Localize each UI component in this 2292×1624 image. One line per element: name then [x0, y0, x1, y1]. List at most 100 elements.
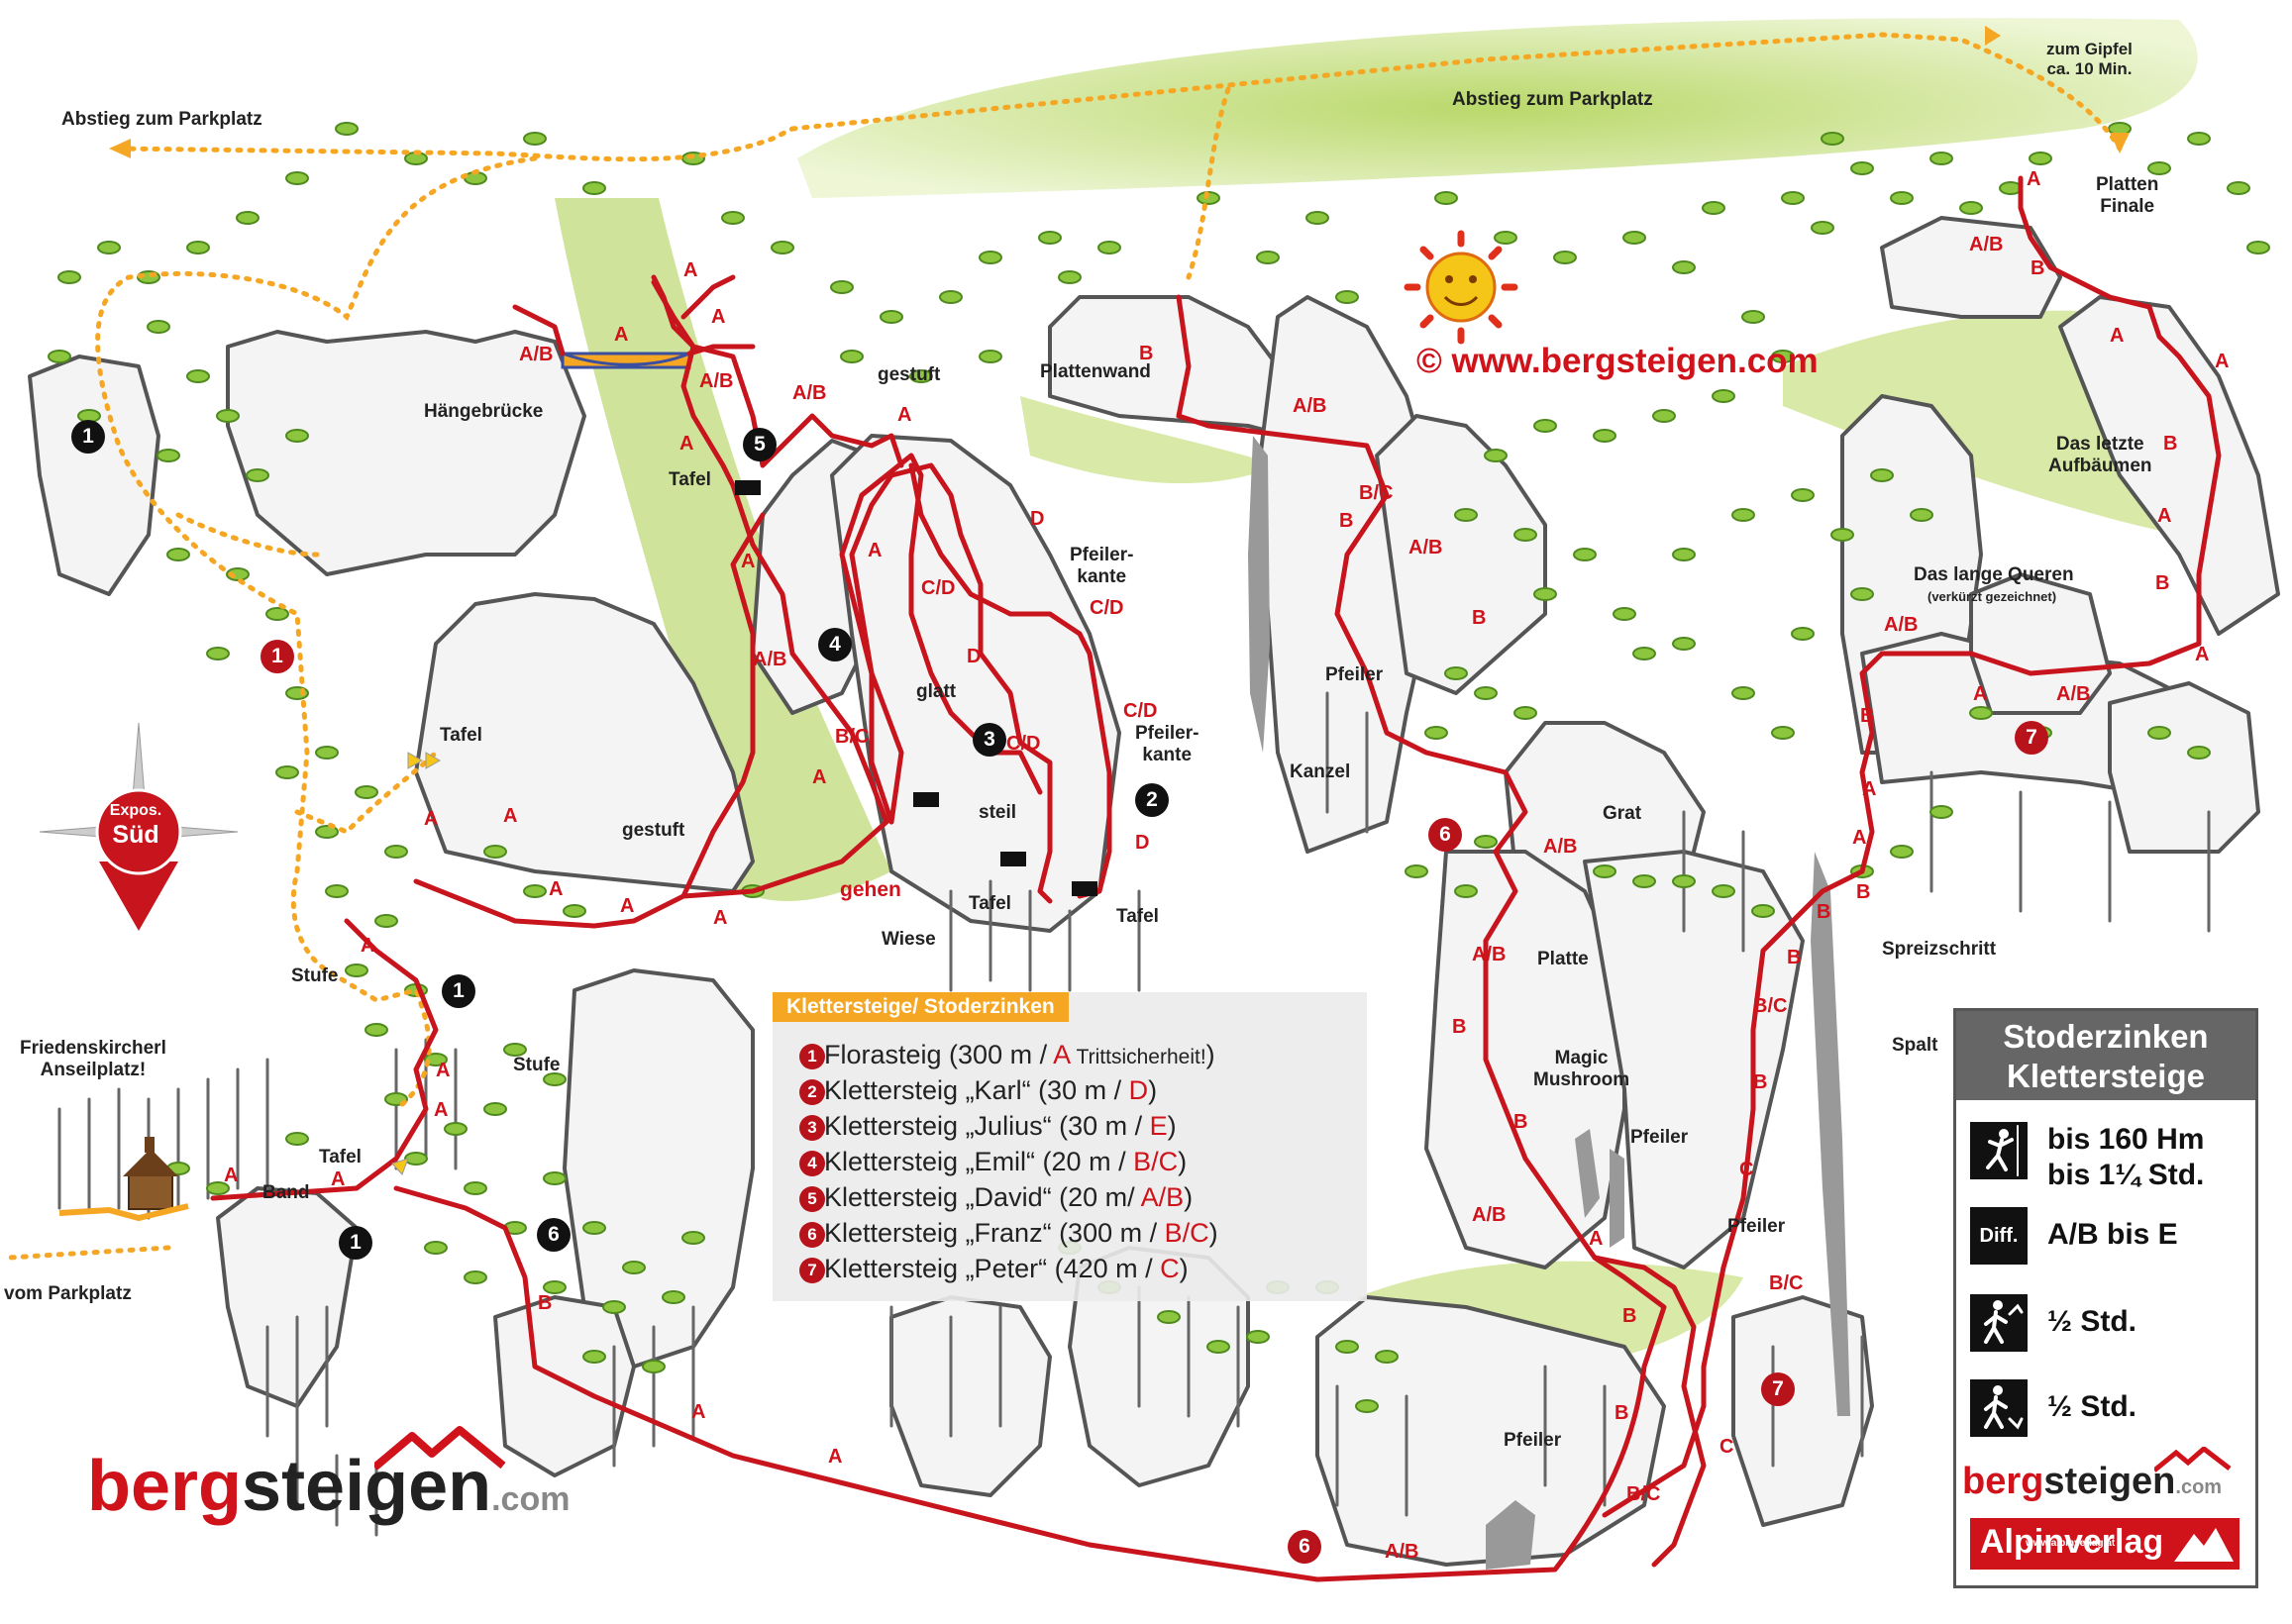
grade-label: A [1589, 1228, 1604, 1250]
legend-close: ) [1148, 1075, 1158, 1105]
hanging-bridge [561, 352, 691, 369]
info-row-difficulty: Diff. A/B bis E [1970, 1207, 2247, 1267]
route-marker: 1 [442, 974, 475, 1008]
label-grat: Grat [1603, 803, 1642, 824]
grade-label: A [1973, 683, 1988, 705]
info-text: A/B bis E [2047, 1218, 2178, 1251]
grade-label: A [331, 1168, 346, 1190]
legend-close: ) [1205, 1040, 1215, 1069]
grade-label: A/B [1293, 395, 1327, 417]
grade-label: B [1615, 1402, 1629, 1424]
brand-part: berg [1962, 1461, 2044, 1502]
legend-number: 7 [799, 1258, 825, 1283]
label-spalt: Spalt [1892, 1035, 1938, 1056]
info-title: Stoderzinken Klettersteige [1956, 1011, 2255, 1100]
bergsteigen-logo: bergsteigen.com [87, 1446, 570, 1527]
info-text: ½ Std. [2047, 1305, 2137, 1338]
grade-label: B [1817, 901, 1831, 923]
grade-label: A/B [1543, 836, 1578, 858]
grade-label: A/B [1472, 944, 1507, 965]
legend-grade: D [1128, 1075, 1149, 1105]
compass-icon [39, 722, 239, 931]
grade-label: B [1622, 1305, 1637, 1327]
logo-part: berg [87, 1447, 243, 1526]
label-gipfel: zum Gipfel ca. 10 Min. [2046, 40, 2133, 78]
legend-close: ) [1178, 1147, 1188, 1176]
label-steil: steil [979, 802, 1017, 823]
grade-label: D [1030, 508, 1045, 530]
legend-close: ) [1179, 1254, 1189, 1283]
legend-text: Klettersteig „Franz“ (300 m / [824, 1218, 1165, 1248]
label-platten-finale: Platten Finale [2096, 174, 2159, 217]
compass-line1: Expos. [109, 802, 162, 819]
legend-grade: B/C [1133, 1147, 1179, 1176]
grade-label: A/B [519, 344, 554, 365]
sun-icon [1404, 230, 1518, 345]
legend-number: 2 [799, 1079, 825, 1105]
grade-label: A [2157, 505, 2172, 527]
label-tafel-left: Tafel [440, 725, 482, 746]
grade-label: A [503, 805, 518, 827]
grade-label: A [711, 306, 726, 328]
grade-label: B [538, 1292, 553, 1314]
grade-label: A/B [1472, 1204, 1507, 1226]
label-band: Band [262, 1182, 310, 1203]
trail-arrows [109, 26, 2130, 158]
rock-formations [28, 216, 2280, 1567]
legend-number: 1 [799, 1044, 825, 1069]
grade-label: C/D [1006, 733, 1041, 755]
grade-label: D [967, 646, 982, 667]
grade-label: A [224, 1165, 239, 1186]
grade-label: B [1452, 1016, 1467, 1038]
publisher-name: Alpinverlag [1980, 1523, 2164, 1561]
info-text: ½ Std. [2047, 1390, 2137, 1423]
grade-label: A [1862, 778, 1877, 800]
grade-label: B/C [835, 726, 870, 748]
route-marker: 2 [1135, 783, 1169, 817]
grade-label: A/B [2056, 683, 2091, 705]
info-brand-logo: bergsteigen.com [1962, 1461, 2222, 1503]
diff-icon: Diff. [1970, 1207, 2028, 1265]
grade-label: B/C [1753, 995, 1788, 1017]
grade-label: B [2163, 433, 2178, 455]
crevices [1248, 436, 1850, 1570]
via-ferrata-routes [210, 175, 2222, 1582]
grade-label: A/B [1385, 1541, 1419, 1563]
hiker-down-icon [1970, 1379, 2028, 1437]
label-gestuft-top: gestuft [878, 364, 941, 385]
label-gestuft-mid: gestuft [622, 820, 685, 841]
label-das-lange-queren: Das lange Queren [1914, 564, 2074, 585]
grade-label: A [683, 259, 698, 281]
label-friedenskircherl: Friedenskircherl Anseilplatz! [20, 1038, 166, 1080]
grade-label: C/D [921, 577, 956, 599]
legend-number: 3 [799, 1115, 825, 1141]
label-pfeilerkante-2: Pfeiler- kante [1135, 723, 1199, 765]
compass-label: Expos. Süd [96, 802, 175, 850]
route-marker: 1 [71, 420, 105, 454]
label-wiese: Wiese [882, 929, 936, 950]
grade-label: A/B [1884, 614, 1919, 636]
grade-label: B [1753, 1071, 1768, 1093]
grade-label: A [897, 404, 912, 426]
legend-grade: A/B [1140, 1182, 1185, 1212]
grade-label: B [2155, 572, 2170, 594]
grade-label: A [2215, 351, 2230, 372]
label-abstieg-top: Abstieg zum Parkplatz [1452, 89, 1653, 110]
label-pfeiler-right: Pfeiler [1727, 1216, 1786, 1237]
grade-label: A/B [792, 382, 827, 404]
grade-label: A [361, 935, 375, 957]
label-tafel-band: Tafel [319, 1147, 362, 1167]
grade-label: A [2195, 644, 2210, 665]
grade-label: B [1856, 881, 1871, 903]
route-marker: 7 [2015, 721, 2048, 755]
info-panel: Stoderzinken Klettersteige bis 160 Hm bi… [1953, 1008, 2258, 1588]
info-text: bis 160 Hm bis 1¼ Std. [2047, 1123, 2205, 1191]
info-row-height: bis 160 Hm bis 1¼ Std. [1970, 1122, 2247, 1191]
label-spreizschritt: Spreizschritt [1882, 939, 1997, 960]
hiker-up-icon [1970, 1294, 2028, 1352]
